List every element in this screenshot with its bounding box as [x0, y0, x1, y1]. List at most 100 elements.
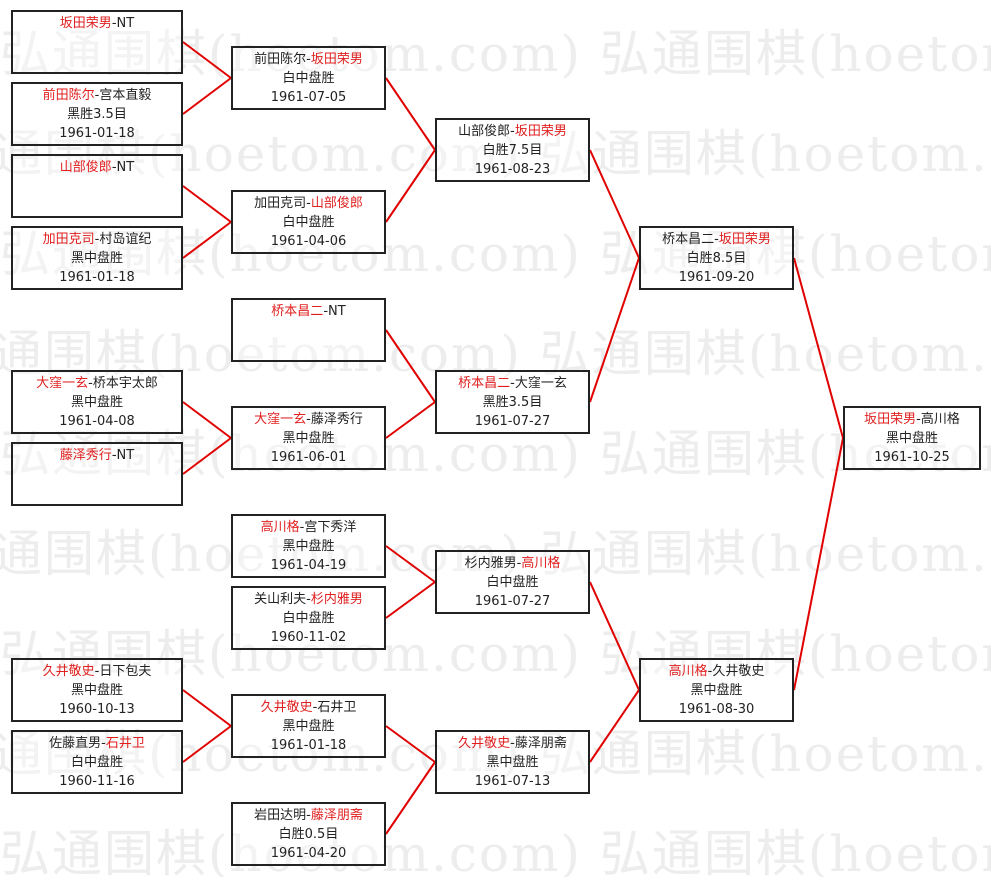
players: 杉内雅男-高川格: [437, 554, 588, 573]
bracket-connector: [385, 329, 436, 403]
player-1: 桥本昌二: [271, 304, 324, 319]
player-2: 高川格: [920, 412, 960, 427]
player-1: 高川格: [668, 664, 708, 679]
player-1: 久井敬史: [260, 700, 313, 715]
players: 藤泽秀行-NT: [13, 446, 181, 465]
player-2: NT: [116, 16, 135, 31]
separator: -: [312, 700, 318, 715]
player-1: 加田克司: [42, 232, 95, 247]
players: 坂田荣男-高川格: [845, 410, 979, 429]
result: 白中盘胜: [282, 215, 335, 230]
bracket-connector: [182, 221, 232, 259]
player-2: 日下包夫: [99, 664, 152, 679]
players: 久井敬史-石井卫: [233, 698, 384, 717]
player-1: 久井敬史: [42, 664, 95, 679]
players: 久井敬史-日下包夫: [13, 662, 181, 681]
separator: -: [510, 376, 515, 391]
players: 桥本昌二-NT: [233, 302, 384, 321]
separator: -: [94, 664, 100, 679]
separator: -: [916, 412, 921, 427]
match-date: 1961-06-01: [270, 450, 347, 465]
result: 黑胜3.5目: [482, 395, 543, 410]
bracket-connector: [589, 149, 640, 259]
match-date: 1961-08-23: [474, 162, 551, 177]
match-date: 1960-11-16: [59, 774, 135, 789]
players: 前田陈尔-宫本直毅: [13, 86, 181, 105]
bracket-connector: [182, 437, 232, 475]
separator: -: [111, 448, 117, 463]
result: 白中盘胜: [70, 755, 123, 770]
player-1: 高川格: [260, 520, 300, 535]
separator: -: [111, 16, 117, 31]
result: 黑中盘胜: [282, 431, 335, 446]
player-2: 宫下秀洋: [304, 520, 357, 535]
result: 黑中盘胜: [70, 251, 123, 266]
player-2: 坂田荣男: [718, 232, 771, 247]
player-1: 前田陈尔: [42, 88, 95, 103]
match-date: 1961-04-20: [270, 846, 347, 861]
bracket-connector: [182, 185, 232, 223]
player-1: 加田克司: [254, 196, 307, 211]
player-1: 坂田荣男: [864, 412, 917, 427]
bracket-connector: [385, 581, 436, 619]
separator: -: [510, 736, 515, 751]
bracket-connector: [589, 689, 640, 763]
player-2: 桥本宇太郎: [92, 376, 158, 391]
result: 白中盘胜: [486, 575, 539, 590]
result: 白胜7.5目: [482, 143, 543, 158]
player-1: 杉内雅男: [464, 556, 517, 571]
players: 久井敬史-藤泽朋斋: [437, 734, 588, 753]
separator: -: [94, 232, 100, 247]
separator: -: [88, 376, 93, 391]
player-2: NT: [116, 448, 135, 463]
player-2: 坂田荣男: [514, 124, 567, 139]
players: 高川格-宫下秀洋: [233, 518, 384, 537]
bracket-connector: [182, 725, 232, 763]
result: 黑中盘胜: [282, 719, 335, 734]
separator: -: [516, 556, 522, 571]
separator: -: [306, 412, 311, 427]
players: 山部俊郎-NT: [13, 158, 181, 177]
match-box-r1f[interactable]: 藤泽秀行-NT: [11, 442, 183, 506]
match-box-r2h[interactable]: 岩田达明-藤泽朋斋白胜0.5目 1961-04-20: [231, 802, 386, 866]
players: 高川格-久井敬史: [641, 662, 792, 681]
bracket-connector: [793, 257, 844, 439]
match-box-r1a[interactable]: 坂田荣男-NT: [11, 10, 183, 74]
match-date: 1961-09-20: [678, 270, 755, 285]
bracket-connector: [182, 77, 232, 115]
result: 黑中盘胜: [885, 431, 938, 446]
players: 岩田达明-藤泽朋斋: [233, 806, 384, 825]
player-1: 大窪一玄: [254, 412, 307, 427]
bracket-connector: [589, 581, 640, 691]
bracket-connector: [385, 149, 436, 223]
player-2: 坂田荣男: [310, 52, 363, 67]
result: 白胜0.5目: [278, 827, 339, 842]
match-date: 1961-04-19: [270, 558, 347, 573]
match-date: 1960-10-13: [59, 702, 135, 717]
match-box-r1c[interactable]: 山部俊郎-NT: [11, 154, 183, 218]
bracket-connector: [385, 77, 436, 151]
separator: -: [94, 88, 100, 103]
match-box-r2c[interactable]: 桥本昌二-NT: [231, 298, 386, 362]
match-date: 1961-07-13: [474, 774, 551, 789]
